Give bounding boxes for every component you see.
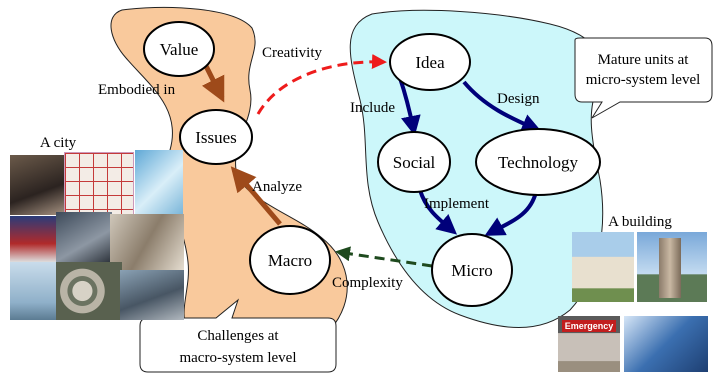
node-technology-label: Technology bbox=[498, 153, 579, 172]
city-photo-office bbox=[56, 212, 112, 262]
edge-label-embodied-in: Embodied in bbox=[98, 82, 176, 98]
arrow-macro-to-issues bbox=[230, 166, 282, 226]
building-photo-emergency: Emergency bbox=[558, 316, 620, 372]
macro-callout: Challenges at macro-system level bbox=[139, 298, 337, 373]
edge-label-creativity: Creativity bbox=[262, 45, 322, 61]
node-social: Social bbox=[377, 131, 451, 193]
node-macro-label: Macro bbox=[268, 251, 312, 270]
micro-callout-line1: Mature units at bbox=[598, 52, 690, 68]
node-macro: Macro bbox=[249, 225, 331, 295]
arrow-creativity bbox=[256, 54, 387, 115]
node-idea-label: Idea bbox=[415, 53, 445, 72]
macro-callout-line1: Challenges at bbox=[197, 328, 279, 344]
city-photo-map bbox=[64, 152, 134, 216]
arrow-value-to-issues bbox=[201, 64, 225, 103]
edge-label-implement: Implement bbox=[424, 196, 490, 212]
node-issues-label: Issues bbox=[195, 128, 237, 147]
node-value-label: Value bbox=[160, 40, 199, 59]
city-photo-traffic bbox=[120, 270, 184, 320]
building-tower-shape bbox=[659, 238, 681, 298]
micro-callout: Mature units at micro-system level bbox=[574, 37, 713, 119]
macro-callout-line2: macro-system level bbox=[179, 350, 296, 366]
emergency-sign: Emergency bbox=[562, 320, 616, 332]
label-building: A building bbox=[608, 214, 672, 230]
city-photo-crowd bbox=[10, 155, 66, 215]
city-photo-interchange bbox=[56, 262, 122, 320]
micro-callout-line2: micro-system level bbox=[586, 72, 701, 88]
node-idea: Idea bbox=[389, 33, 471, 91]
node-value: Value bbox=[143, 21, 215, 77]
arrow-implement-technology bbox=[484, 191, 538, 236]
node-technology: Technology bbox=[475, 128, 601, 196]
arrow-implement-social bbox=[418, 189, 458, 235]
building-photo-house bbox=[572, 232, 634, 302]
edge-label-design: Design bbox=[497, 91, 540, 107]
edge-label-analyze: Analyze bbox=[252, 179, 302, 195]
edge-label-complexity: Complexity bbox=[332, 275, 403, 291]
city-photo-ambulance bbox=[10, 216, 58, 262]
node-issues: Issues bbox=[179, 109, 253, 165]
building-photo-glass bbox=[624, 316, 708, 372]
node-social-label: Social bbox=[393, 153, 436, 172]
city-photo-powerline bbox=[10, 262, 56, 320]
node-micro-label: Micro bbox=[451, 261, 493, 280]
label-city: A city bbox=[40, 135, 77, 151]
city-photo-doctor bbox=[135, 150, 183, 214]
node-micro: Micro bbox=[431, 233, 513, 307]
arrow-design bbox=[462, 80, 542, 133]
building-photo-tower bbox=[637, 232, 707, 302]
city-photo-papers bbox=[110, 214, 184, 270]
edge-label-include: Include bbox=[350, 100, 395, 116]
